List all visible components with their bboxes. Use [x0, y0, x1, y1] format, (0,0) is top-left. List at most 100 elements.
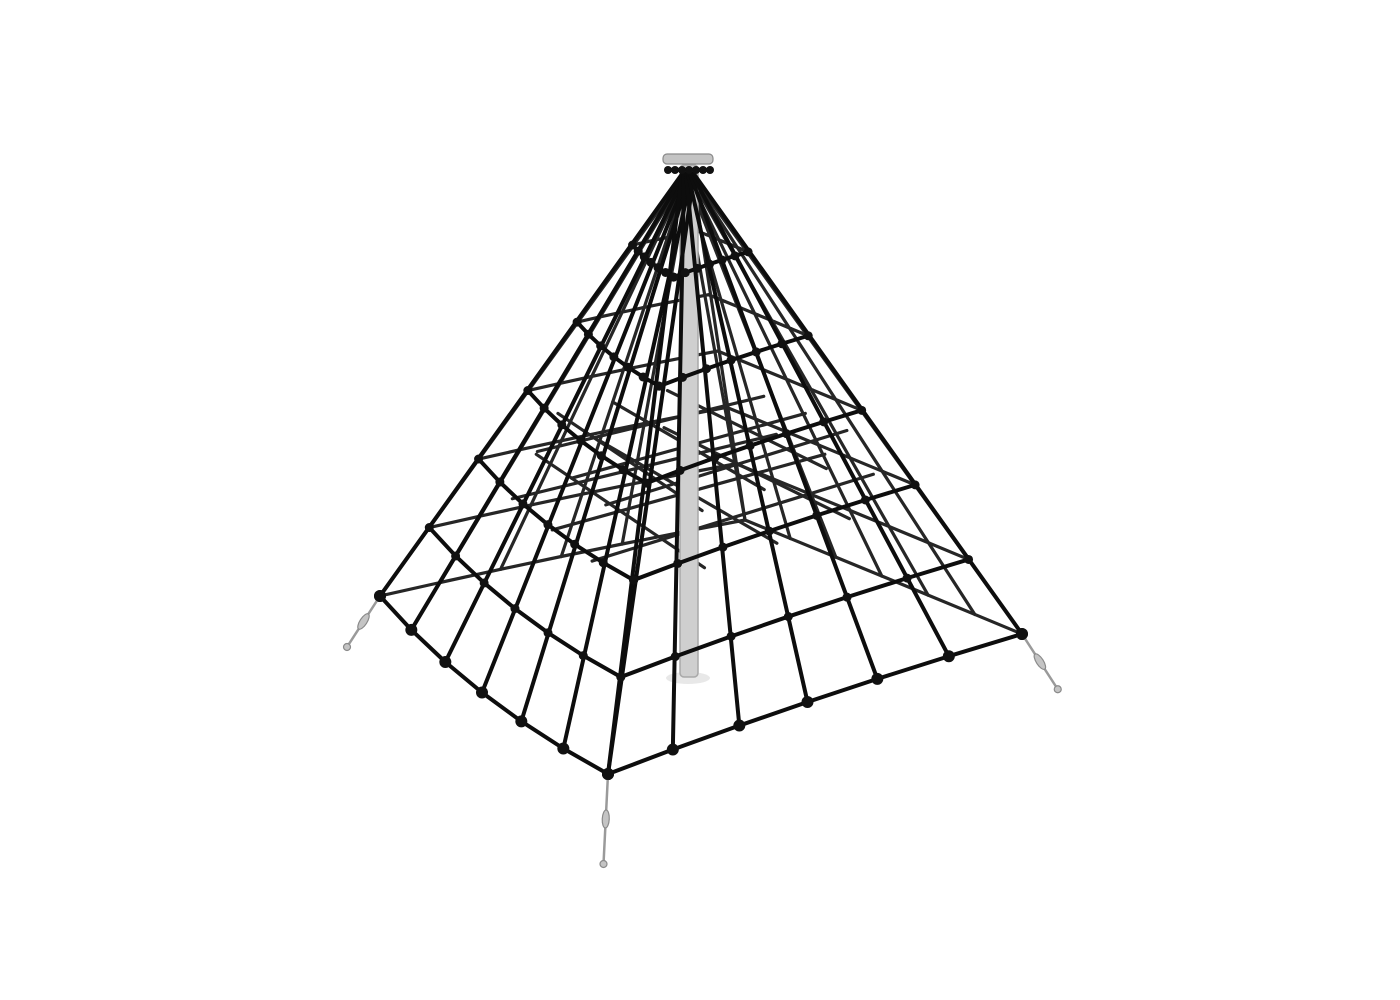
- rope-knot: [670, 652, 680, 662]
- rope-knot: [523, 386, 533, 396]
- rope-segment: [849, 456, 885, 474]
- rope-knot: [764, 526, 774, 536]
- rope-segment: [606, 747, 675, 776]
- rope-segment: [427, 514, 482, 530]
- rope-knot: [733, 719, 746, 732]
- rope-segment: [748, 431, 789, 448]
- ground-anchor: [599, 859, 608, 869]
- rope-knot: [751, 347, 761, 357]
- rope-knot: [515, 715, 528, 728]
- rope-knot: [781, 429, 791, 439]
- rope-knot: [570, 539, 580, 549]
- rope-segment: [784, 419, 826, 436]
- rope-knot: [705, 259, 715, 269]
- rope-segment: [443, 660, 484, 695]
- rope-segment: [739, 306, 760, 317]
- rope-knot: [666, 743, 679, 756]
- rope-knot: [842, 592, 852, 602]
- rope-segment: [772, 477, 814, 497]
- rope-knot: [710, 453, 720, 463]
- rope-segment: [888, 525, 931, 545]
- rope-knot: [675, 465, 685, 475]
- rope-knot: [539, 403, 549, 413]
- rope-knot: [479, 578, 489, 588]
- rope-segment: [453, 553, 487, 585]
- rope-knot: [964, 554, 974, 564]
- rope-knot: [405, 623, 418, 636]
- apex-clamp: [678, 166, 686, 174]
- rope-knot: [812, 510, 822, 520]
- turnbuckle-body: [357, 613, 370, 630]
- rope-knot: [576, 436, 586, 446]
- rope-segment: [811, 388, 839, 402]
- rope-segment: [787, 378, 815, 392]
- rope-knot: [819, 417, 829, 427]
- rope-segment: [476, 457, 502, 485]
- rope-knot: [557, 420, 567, 430]
- rope-segment: [546, 630, 586, 658]
- rope-segment: [805, 676, 880, 704]
- rope-segment: [427, 525, 458, 558]
- rope-segment: [737, 700, 810, 728]
- rope-knot: [680, 268, 690, 278]
- rope-knot: [692, 263, 702, 273]
- rope-knot: [439, 656, 452, 668]
- apex-clamp: [706, 166, 714, 174]
- rope-knot: [638, 372, 648, 382]
- rope-knot: [669, 272, 679, 282]
- rope-segment: [601, 560, 636, 583]
- rope-segment: [618, 306, 644, 315]
- rope-knot: [783, 612, 793, 622]
- rope-knot: [639, 252, 649, 262]
- rope-knot: [424, 523, 434, 533]
- rope-segment: [767, 513, 819, 534]
- rope-segment: [512, 606, 550, 635]
- rope-segment: [640, 301, 666, 310]
- rope-knot: [596, 451, 606, 461]
- turnbuckle-body: [1033, 653, 1047, 671]
- rope-segment: [480, 690, 524, 724]
- rope-knot: [618, 465, 628, 475]
- rope-segment: [720, 529, 772, 550]
- rope-segment: [926, 593, 977, 617]
- rope-knot: [646, 257, 656, 267]
- rope-segment: [620, 530, 686, 546]
- anchor-hardware: [342, 590, 1062, 869]
- rope-segment: [561, 746, 610, 776]
- rope-segment: [814, 497, 868, 518]
- corner-shackle: [374, 590, 386, 602]
- rope-segment: [526, 381, 561, 393]
- corner-shackle: [602, 768, 614, 780]
- rope-knot: [718, 542, 728, 552]
- rope-knot: [871, 672, 884, 685]
- rope-knot: [476, 686, 488, 699]
- rope-segment: [834, 555, 884, 578]
- rope-segment: [673, 634, 734, 659]
- rope-segment: [849, 509, 892, 529]
- rope-segment: [498, 554, 563, 571]
- rope-knot: [510, 604, 520, 614]
- ground-anchor: [342, 642, 352, 652]
- rope-knot: [726, 355, 736, 365]
- rope-segment: [712, 443, 753, 460]
- rope-knot: [596, 341, 606, 351]
- rope-segment: [763, 368, 791, 382]
- rope-knot: [474, 454, 484, 464]
- rope-segment: [786, 430, 822, 448]
- rope-segment: [946, 632, 1024, 659]
- rope-knot: [641, 478, 651, 488]
- rope-knot: [717, 255, 727, 265]
- rope-segment: [476, 448, 522, 461]
- rope-knot: [543, 520, 553, 530]
- rope-segment: [378, 580, 442, 598]
- rope-segment: [875, 654, 951, 681]
- apex-clamp: [692, 166, 700, 174]
- apex-clamp: [685, 166, 693, 174]
- rope-knot: [803, 331, 813, 341]
- rope-knot: [518, 499, 528, 509]
- rope-knot: [942, 650, 955, 663]
- rope-segment: [881, 469, 917, 487]
- rope-segment: [675, 545, 725, 566]
- rope-knot: [495, 477, 505, 487]
- rope-segment: [821, 408, 864, 424]
